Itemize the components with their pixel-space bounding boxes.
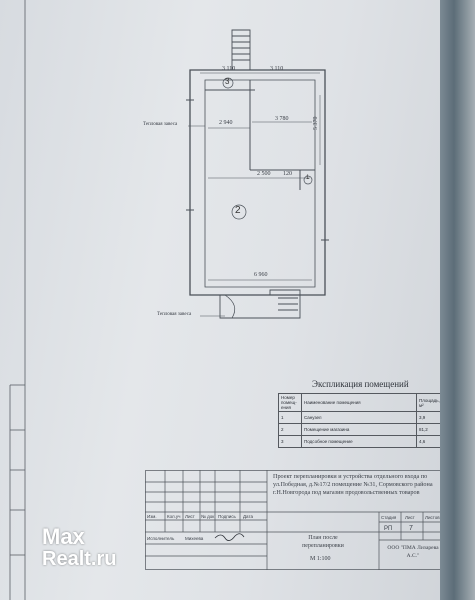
- row-name: Подсобное помещение: [301, 435, 417, 448]
- watermark-line2: Realt.ru: [42, 548, 117, 570]
- col-label-kol: Кол.уч: [167, 514, 181, 519]
- table-row: 3 Подсобное помещение 4,6: [278, 435, 446, 448]
- title-block-grid: [145, 470, 445, 570]
- title-block: Проект перепланировки и устройства отдел…: [145, 470, 445, 570]
- executor-name: Михеева: [185, 536, 204, 541]
- project-description: Проект перепланировки и устройства отдел…: [273, 473, 433, 496]
- watermark-line1: Max: [42, 524, 85, 549]
- header-name: Наименование помещения: [301, 393, 417, 412]
- plan-scale: М 1:100: [310, 556, 331, 562]
- sheet-label: Лист: [405, 515, 415, 520]
- sheet-value: 7: [409, 525, 413, 532]
- room-label-1: 1: [306, 175, 310, 181]
- row-area: 4,6: [416, 435, 446, 448]
- row-num: 1: [278, 411, 302, 424]
- top-stair: [231, 29, 251, 71]
- outer-wall: [189, 69, 326, 296]
- row-name: Помещение магазина: [301, 423, 417, 436]
- header-num: Номер помещ-ения: [278, 393, 302, 412]
- watermark-logo: Max Realt.ru: [42, 526, 142, 576]
- explication-title: Экспликация помещений: [312, 379, 409, 389]
- room-label-2: 2: [235, 205, 241, 216]
- col-label-izm: Изм.: [147, 514, 157, 519]
- signature: [214, 533, 245, 541]
- row-name: Санузел: [301, 411, 417, 424]
- table-row: 2 Помещение магазина 81,2: [278, 423, 446, 436]
- dim-room1-height: 5 370: [313, 116, 319, 131]
- sheets-label: Листов: [425, 515, 440, 520]
- explication-table: Номер помещ-ения Наименование помещения …: [278, 393, 446, 459]
- room-label-3: 3: [225, 77, 230, 86]
- col-label-date: Дата: [243, 514, 253, 519]
- dim-top-right: 3 110: [270, 66, 284, 72]
- note-heat-curtain-lower: Тепловая завеса: [157, 312, 192, 317]
- background-edge: [440, 0, 475, 600]
- dim-room2-width: 2 940: [219, 120, 233, 126]
- dim-room1-width: 3 780: [275, 116, 289, 122]
- entrance-stair: [219, 289, 301, 319]
- row-num: 3: [278, 435, 302, 448]
- room-circle-2: [231, 204, 247, 220]
- role-executor: Исполнитель: [147, 536, 175, 541]
- plan-title: План после перепланировки: [302, 535, 344, 549]
- note-heat-curtain-upper: Тепловая завеса: [143, 122, 178, 127]
- dim-partition-left: 2 500: [257, 171, 271, 177]
- col-label-sign: Подпись: [218, 514, 236, 519]
- table-row: 1 Санузел 3,9: [278, 411, 446, 424]
- room-circle-3: [222, 77, 234, 89]
- stage-value: РП: [384, 526, 393, 532]
- door-arc: [224, 294, 236, 319]
- col-label-doc: № док: [201, 514, 215, 519]
- company-name: ООО "ПМА Лизарева А.С.": [387, 545, 439, 559]
- stage-label: Стадия: [381, 515, 397, 520]
- dim-partition-right: 120: [283, 171, 292, 177]
- inner-wall: [204, 79, 316, 288]
- col-label-list: Лист: [185, 514, 195, 519]
- room-circle-1: [303, 175, 313, 185]
- table-row: Номер помещ-ения Наименование помещения …: [278, 393, 446, 412]
- dim-top-left: 3 110: [222, 66, 236, 72]
- row-num: 2: [278, 423, 302, 436]
- dim-bottom-width: 6 960: [254, 272, 268, 278]
